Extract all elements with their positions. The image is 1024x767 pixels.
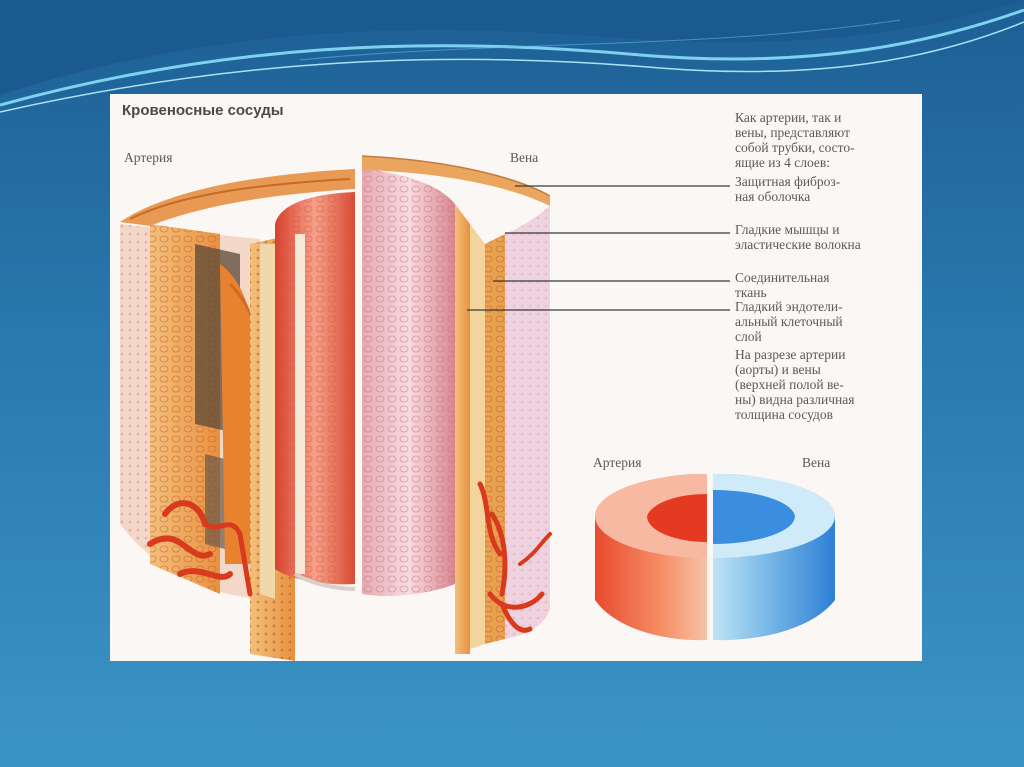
diagram-title: Кровеносные сосуды	[122, 102, 284, 119]
ring-artery-label: Артерия	[593, 455, 641, 471]
layer-label-fibrous: Защитная фиброз- ная оболочка	[735, 174, 840, 204]
intro-text: Как артерии, так и вены, представляют со…	[735, 110, 855, 170]
rings-comparison	[595, 474, 835, 640]
layer-label-connective: Соединительная ткань	[735, 270, 830, 300]
vein-cutaway	[362, 156, 550, 654]
artery-label: Артерия	[124, 150, 172, 166]
artery-cutaway	[120, 169, 355, 661]
layer-label-endothelial: Гладкий эндотели- альный клеточный слой	[735, 299, 843, 344]
ring-vein-label: Вена	[802, 455, 830, 471]
blood-vessels-figure: Кровеносные сосуды Артерия Вена Как арте…	[110, 94, 922, 661]
layer-label-muscle: Гладкие мышцы и эластические волокна	[735, 222, 861, 252]
note-text: На разрезе артерии (аорты) и вены (верхн…	[735, 347, 854, 422]
vein-label: Вена	[510, 150, 538, 166]
